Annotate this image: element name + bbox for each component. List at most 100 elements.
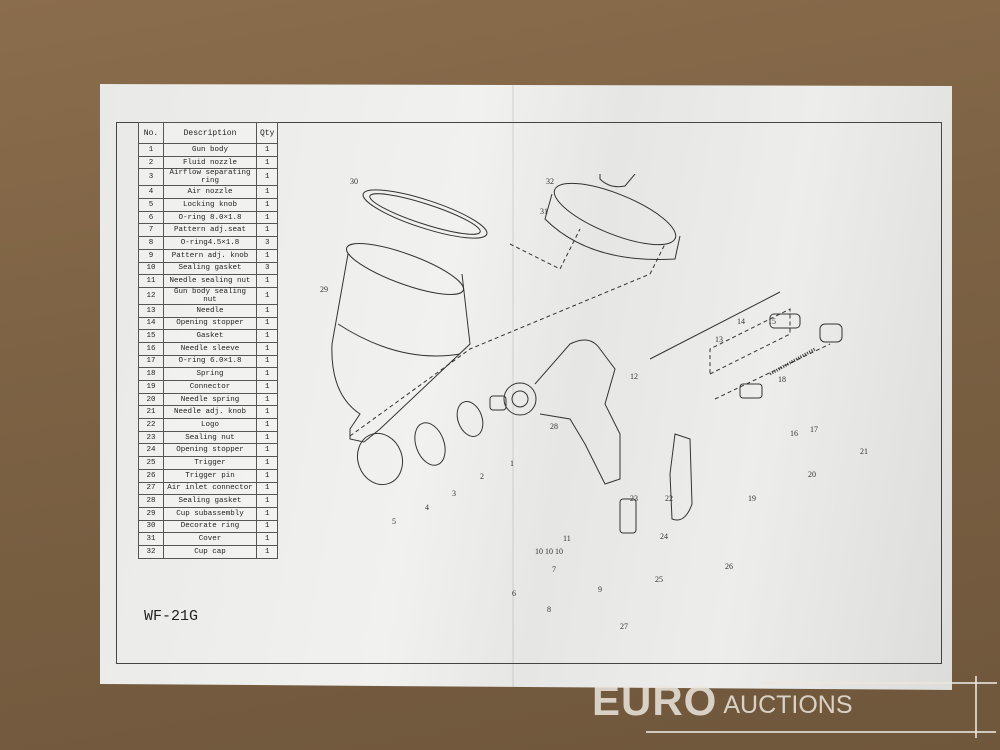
callout-13: 13 bbox=[715, 335, 723, 344]
cell-qty: 1 bbox=[255, 198, 279, 212]
callout-24: 24 bbox=[660, 532, 668, 541]
cell-desc: Pattern adj.seat bbox=[163, 223, 257, 238]
cell-qty: 1 bbox=[255, 354, 279, 369]
cell-no: 32 bbox=[138, 544, 164, 559]
watermark-line-top bbox=[762, 682, 997, 684]
cell-qty: 1 bbox=[255, 274, 279, 288]
cell-desc: Gun body sealing nut bbox=[163, 286, 257, 305]
cell-qty: 1 bbox=[255, 143, 279, 157]
cell-qty: 1 bbox=[255, 392, 279, 407]
cup-cap-drawing bbox=[599, 174, 636, 188]
cell-desc: Cup subassembly bbox=[163, 506, 257, 521]
cell-desc: Logo bbox=[163, 418, 257, 432]
cell-no: 2 bbox=[138, 155, 164, 170]
cell-qty: 3 bbox=[255, 261, 279, 276]
cell-desc: O-ring 8.0×1.8 bbox=[163, 210, 257, 225]
cell-qty: 1 bbox=[255, 519, 279, 534]
cell-desc: Needle sleeve bbox=[163, 341, 257, 356]
cell-desc: O-ring 6.0×1.8 bbox=[163, 354, 257, 369]
cell-no: 27 bbox=[138, 481, 164, 496]
callout-22: 22 bbox=[665, 494, 673, 503]
table-header-row: No. Description Qty bbox=[138, 122, 279, 144]
spring-drawing bbox=[769, 313, 801, 329]
cell-qty: 1 bbox=[255, 494, 279, 508]
model-number: WF-21G bbox=[144, 608, 199, 625]
cell-desc: Sealing nut bbox=[163, 430, 257, 445]
cell-no: 8 bbox=[138, 236, 164, 250]
cell-no: 30 bbox=[138, 519, 164, 534]
cell-no: 31 bbox=[138, 532, 164, 546]
cell-qty: 1 bbox=[255, 367, 279, 381]
callout-20: 20 bbox=[808, 470, 816, 479]
watermark-line-vertical bbox=[975, 676, 977, 738]
callout-7: 7 bbox=[552, 565, 556, 574]
callout-30: 30 bbox=[350, 177, 358, 186]
callout-14: 14 bbox=[737, 317, 745, 326]
cell-no: 6 bbox=[138, 210, 164, 225]
watermark-euro: EURO bbox=[592, 677, 718, 724]
cell-qty: 1 bbox=[255, 418, 279, 432]
cell-qty: 1 bbox=[255, 168, 279, 187]
watermark-line-bottom bbox=[646, 731, 996, 733]
header-no: No. bbox=[138, 122, 164, 144]
cell-no: 24 bbox=[138, 443, 164, 458]
airflow-ring-drawing bbox=[456, 401, 484, 437]
cell-qty: 1 bbox=[255, 481, 279, 496]
cover-drawing bbox=[544, 182, 681, 260]
callout-11: 11 bbox=[563, 534, 571, 543]
cell-qty: 1 bbox=[255, 380, 279, 394]
callout-10: 10 bbox=[535, 547, 543, 556]
cell-desc: Fluid nozzle bbox=[163, 155, 257, 170]
cell-desc: Decorate ring bbox=[163, 519, 257, 534]
cell-qty: 1 bbox=[255, 544, 279, 559]
callout-9: 9 bbox=[598, 585, 602, 594]
callout-19: 19 bbox=[748, 494, 756, 503]
cell-qty: 1 bbox=[255, 341, 279, 356]
cell-no: 1 bbox=[138, 143, 164, 157]
callout-3: 3 bbox=[452, 489, 456, 498]
cell-qty: 1 bbox=[255, 443, 279, 458]
callout-12: 12 bbox=[630, 372, 638, 381]
gun-body-drawing bbox=[503, 339, 621, 485]
cell-qty: 1 bbox=[255, 223, 279, 238]
cell-desc: Needle bbox=[163, 303, 257, 318]
callout-8: 8 bbox=[547, 605, 551, 614]
cell-qty: 1 bbox=[255, 468, 279, 483]
callout-17: 17 bbox=[810, 425, 818, 434]
cell-desc: Sealing gasket bbox=[163, 261, 257, 276]
cell-qty: 1 bbox=[255, 430, 279, 445]
callout-18: 18 bbox=[778, 375, 786, 384]
cell-no: 29 bbox=[138, 506, 164, 521]
needle-knob-drawing bbox=[819, 323, 843, 343]
cell-no: 15 bbox=[138, 329, 164, 343]
cell-desc: Gasket bbox=[163, 329, 257, 343]
callout-6: 6 bbox=[512, 589, 516, 598]
cell-no: 17 bbox=[138, 354, 164, 369]
cell-no: 28 bbox=[138, 494, 164, 508]
cell-no: 14 bbox=[138, 316, 164, 331]
cell-no: 19 bbox=[138, 380, 164, 394]
callout-10b: 10 bbox=[545, 547, 553, 556]
cell-desc: Locking knob bbox=[163, 198, 257, 212]
needle-drawing bbox=[649, 291, 781, 360]
